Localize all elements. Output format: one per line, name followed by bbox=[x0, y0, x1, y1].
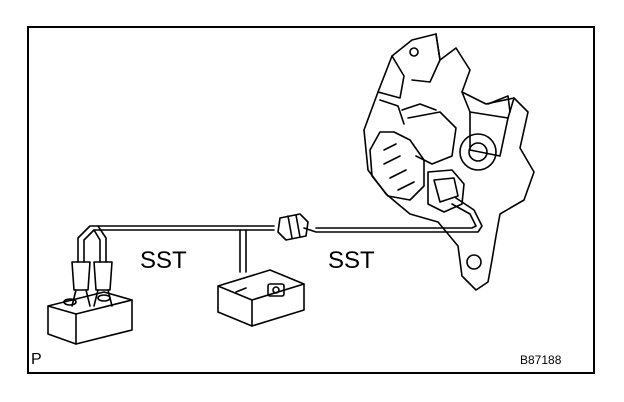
actuator-assembly bbox=[363, 33, 535, 291]
sst-cable-harness bbox=[77, 197, 483, 273]
corner-mark: P bbox=[31, 351, 42, 368]
battery-clips bbox=[71, 261, 113, 307]
battery bbox=[47, 291, 133, 345]
diagram-frame bbox=[27, 26, 595, 374]
sst-label-left: SST bbox=[140, 247, 187, 274]
tester-box bbox=[217, 269, 305, 327]
inline-connector bbox=[277, 213, 309, 241]
figure-id: B87188 bbox=[520, 353, 562, 367]
sst-label-right: SST bbox=[328, 247, 375, 274]
